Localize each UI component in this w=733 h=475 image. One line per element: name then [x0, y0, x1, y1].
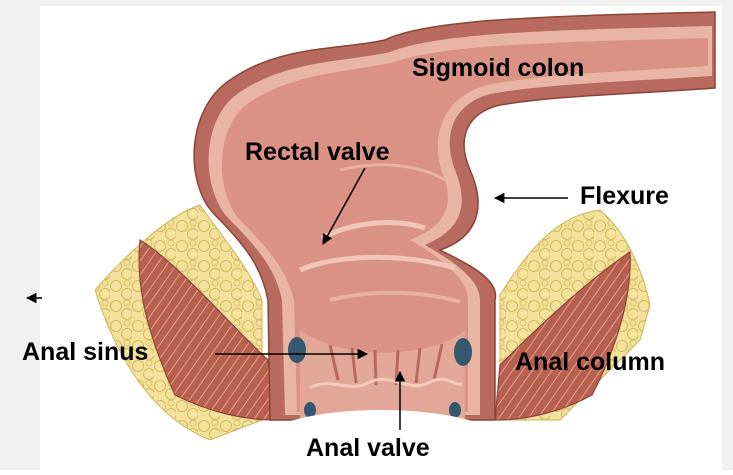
label-anal-sinus: Anal sinus — [22, 340, 148, 365]
label-anal-column: Anal column — [515, 350, 665, 375]
top-frame-strip — [0, 0, 733, 6]
label-sigmoid-colon: Sigmoid colon — [412, 56, 584, 81]
label-anal-valve: Anal valve — [306, 436, 430, 461]
left-frame-strip — [0, 0, 40, 470]
right-frame-strip — [722, 0, 733, 470]
anal-gland-right-2 — [449, 402, 461, 418]
anal-gland-left — [288, 337, 306, 363]
label-flexure: Flexure — [580, 184, 669, 209]
label-rectal-valve: Rectal valve — [245, 140, 390, 165]
anal-gland-right — [454, 338, 472, 366]
